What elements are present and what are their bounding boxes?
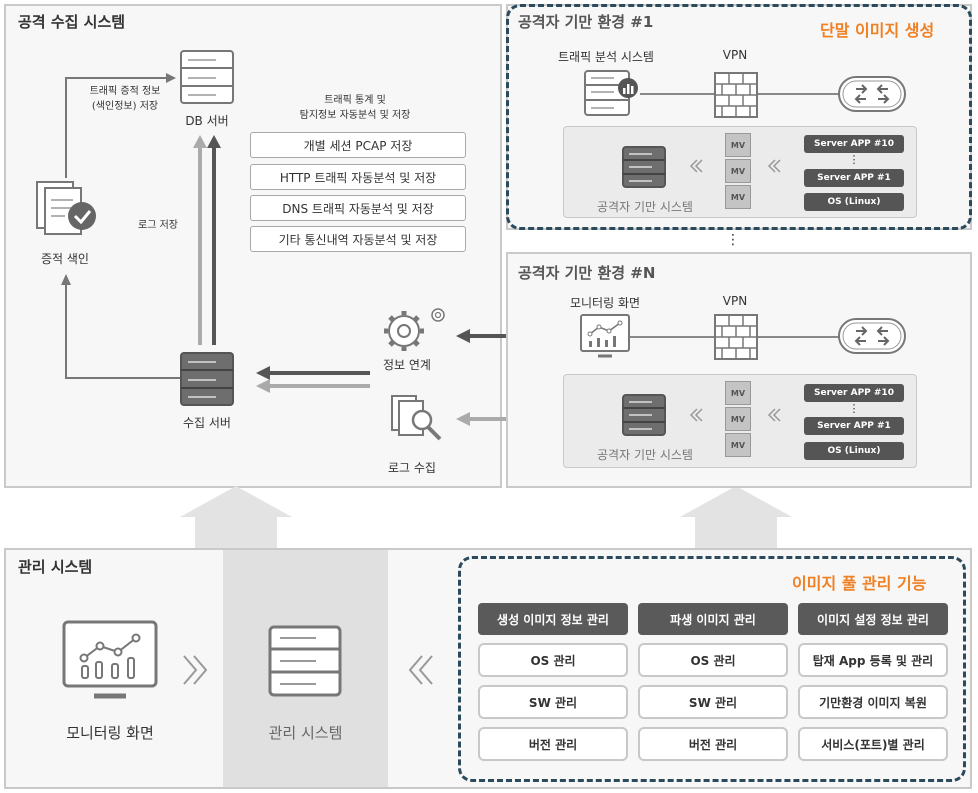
envN-os: OS (Linux): [804, 442, 904, 460]
monitor-chart-icon: [62, 620, 158, 699]
env1-server-app-1: Server APP #1: [804, 169, 904, 187]
management-server-icon: [268, 625, 342, 697]
storage-item-http: HTTP 트래픽 자동분석 및 저장: [250, 164, 466, 190]
log-store-note: 로그 저장: [138, 220, 178, 231]
env1-vpn-label: VPN: [722, 48, 748, 62]
image-pool-title: 이미지 풀 관리 기능: [792, 574, 927, 593]
traffic-stats-note-line1: 트래픽 통계 및: [324, 95, 386, 106]
column-header-derived-image: 파생 이미지 관리: [638, 603, 788, 635]
management-monitor-label: 모니터링 화면: [66, 724, 154, 742]
envN-server-app-10: Server APP #10: [804, 384, 904, 402]
storage-item-dns: DNS 트래픽 자동분석 및 저장: [250, 195, 466, 221]
db-server-label: DB 서버: [185, 114, 229, 128]
evidence-flow-arrows: [61, 73, 370, 393]
monitor-chart-icon: [580, 314, 630, 358]
double-chevron-left-icon: [408, 655, 433, 685]
envN-chevrons-icon: [689, 408, 781, 422]
traffic-evidence-note-line2: (색인정보) 저장: [91, 101, 159, 112]
derived-version-cell: 버전 관리: [638, 727, 788, 761]
column-header-created-image: 생성 이미지 정보 관리: [478, 603, 628, 635]
traffic-analysis-server-icon: [584, 70, 638, 116]
info-link-label: 정보 연계: [383, 358, 431, 372]
evidence-index-icon: [36, 181, 96, 235]
collect-server-icon: [180, 352, 234, 406]
env1-mv-2: MV: [725, 159, 751, 183]
traffic-evidence-note-line1: 트래픽 증적 정보: [89, 86, 161, 97]
evidence-index-label: 증적 색인: [41, 252, 89, 266]
settings-app-cell: 탑재 App 등록 및 관리: [798, 643, 948, 677]
envN-mv-1: MV: [725, 381, 751, 405]
envN-mv-2: MV: [725, 407, 751, 431]
log-search-icon: [391, 395, 442, 441]
created-sw-cell: SW 관리: [478, 685, 628, 719]
firewall-icon: [714, 314, 758, 360]
env1-deception-label: 공격자 기만 시스템: [597, 200, 693, 214]
env1-network-links: [640, 93, 840, 95]
envN-deception-server-icon: [622, 394, 666, 436]
created-os-cell: OS 관리: [478, 643, 628, 677]
env1-app-dots: ⋮: [848, 153, 860, 166]
collection-system-title: 공격 수집 시스템: [18, 13, 126, 31]
log-collect-label: 로그 수집: [388, 461, 436, 475]
image-pool-dashed-frame: [458, 556, 966, 782]
envN-server-app-1: Server APP #1: [804, 417, 904, 435]
env1-mv-3: MV: [725, 185, 751, 209]
env1-title: 공격자 기만 환경 #1: [518, 13, 654, 31]
env1-deception-server-icon: [622, 146, 666, 188]
storage-item-pcap: 개별 세션 PCAP 저장: [250, 132, 466, 158]
derived-sw-cell: SW 관리: [638, 685, 788, 719]
collect-server-label: 수집 서버: [183, 416, 231, 430]
envN-deception-label: 공격자 기만 시스템: [597, 448, 693, 462]
derived-os-cell: OS 관리: [638, 643, 788, 677]
settings-restore-cell: 기만환경 이미지 복원: [798, 685, 948, 719]
firewall-icon: [714, 72, 758, 118]
env-gap-dots: ⋮: [726, 232, 740, 248]
router-icon: [838, 318, 906, 354]
settings-port-cell: 서비스(포트)별 관리: [798, 727, 948, 761]
traffic-stats-note-line2: 탐지정보 자동분석 및 저장: [299, 110, 411, 121]
envN-network-links: [630, 336, 840, 338]
storage-item-etc: 기타 통신내역 자동분석 및 저장: [250, 226, 466, 252]
traffic-analysis-label: 트래픽 분석 시스템: [558, 50, 654, 64]
env1-badge: 단말 이미지 생성: [820, 21, 935, 40]
env1-chevrons-icon: [689, 159, 781, 173]
column-header-image-settings: 이미지 설정 정보 관리: [798, 603, 948, 635]
envN-mv-3: MV: [725, 433, 751, 457]
env1-os: OS (Linux): [804, 193, 904, 211]
double-chevron-right-icon: [183, 655, 208, 685]
env1-dashed-frame: [506, 4, 972, 230]
management-system-label: 관리 시스템: [268, 724, 343, 742]
management-title: 관리 시스템: [18, 558, 93, 576]
envN-title: 공격자 기만 환경 #N: [518, 264, 656, 282]
router-icon: [838, 76, 906, 112]
gear-icon: [384, 308, 445, 351]
envN-monitor-label: 모니터링 화면: [569, 296, 641, 310]
env1-server-app-10: Server APP #10: [804, 135, 904, 153]
db-server-icon: [180, 50, 234, 104]
created-version-cell: 버전 관리: [478, 727, 628, 761]
envN-app-dots: ⋮: [848, 402, 860, 415]
env1-mv-1: MV: [725, 133, 751, 157]
envN-vpn-label: VPN: [722, 294, 748, 308]
